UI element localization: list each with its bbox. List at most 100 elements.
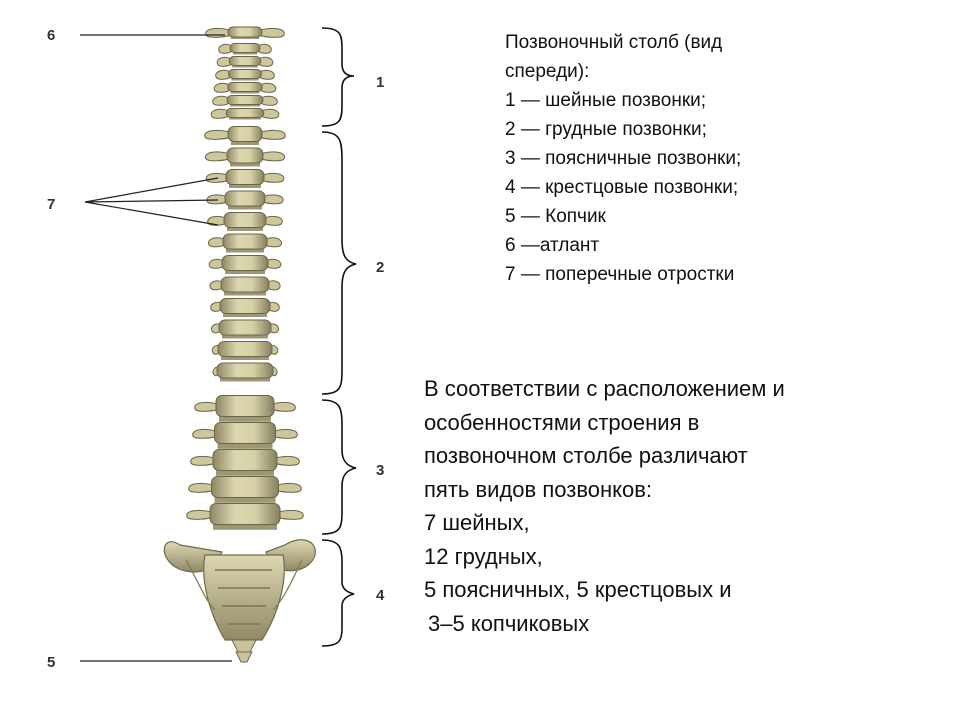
vertebral-body bbox=[219, 298, 271, 314]
vertebral-body bbox=[220, 276, 270, 293]
thoracic-vertebra bbox=[209, 276, 281, 296]
vertebral-body bbox=[229, 43, 261, 53]
intervertebral-disc bbox=[231, 140, 259, 145]
description-line: 5 поясничных, 5 крестцовых и bbox=[424, 577, 732, 602]
description-line: особенностями строения в bbox=[424, 409, 700, 435]
vertebral-body bbox=[222, 233, 268, 250]
vertebral-body bbox=[214, 422, 276, 444]
thoracic-vertebra bbox=[204, 126, 286, 145]
intervertebral-disc bbox=[214, 496, 276, 503]
description-line: 12 грудных, bbox=[424, 543, 543, 569]
description-line: пять видов позвонков: bbox=[424, 476, 653, 502]
legend-item-lumbar: 3 — поясничные позвонки; bbox=[505, 148, 742, 169]
legend-item-atlas: 6 —атлант bbox=[505, 235, 600, 256]
intervertebral-disc bbox=[222, 334, 268, 339]
thoracic-vertebra bbox=[207, 233, 283, 253]
intervertebral-disc bbox=[225, 269, 265, 274]
label-atlas: 6 bbox=[47, 27, 55, 44]
intervertebral-disc bbox=[228, 205, 262, 210]
vertebral-body bbox=[224, 190, 266, 207]
label-lumbar: 3 bbox=[376, 462, 384, 479]
vertebral-body bbox=[211, 476, 279, 498]
pelvis bbox=[163, 539, 316, 663]
transverse-process bbox=[192, 428, 298, 439]
vertebral-body bbox=[212, 449, 278, 471]
intervertebral-disc bbox=[223, 312, 267, 317]
label-cervical: 1 bbox=[376, 74, 384, 91]
transverse-process bbox=[204, 151, 286, 162]
description-line: В соответствии с расположением и bbox=[424, 376, 785, 401]
thoracic-vertebra bbox=[206, 190, 284, 210]
vertebral-body bbox=[215, 395, 275, 417]
label-coccyx: 5 bbox=[47, 654, 55, 671]
lumbar-brace bbox=[321, 399, 357, 535]
intervertebral-disc bbox=[227, 226, 263, 231]
description-line: позвоночном столбе различают bbox=[424, 443, 748, 468]
intervertebral-disc bbox=[219, 415, 271, 422]
lumbar-vertebra bbox=[194, 395, 296, 422]
intervertebral-disc bbox=[226, 248, 264, 253]
intervertebral-disc bbox=[217, 442, 273, 449]
vertebral-body bbox=[228, 56, 262, 66]
cervical-vertebra bbox=[212, 95, 278, 107]
vertebral-body bbox=[221, 255, 269, 271]
thoracic-vertebra bbox=[212, 362, 278, 382]
thoracic-vertebra bbox=[210, 298, 280, 317]
intervertebral-disc bbox=[216, 469, 274, 476]
vertebral-body bbox=[209, 503, 281, 525]
cervical-vertebra bbox=[213, 82, 277, 94]
vertebral-body bbox=[223, 212, 267, 228]
label-transverse-processes: 7 bbox=[47, 196, 55, 213]
vertebral-body bbox=[225, 108, 265, 118]
thoracic-vertebra bbox=[205, 169, 285, 188]
description-line: 7 шейных, bbox=[424, 510, 530, 535]
legend-item-processes: 7 — поперечные отростки bbox=[505, 264, 735, 285]
thoracic-vertebra bbox=[208, 255, 282, 274]
label-sacral: 4 bbox=[376, 587, 385, 604]
legend-item-cervical: 1 — шейные позвонки; bbox=[505, 90, 707, 111]
transverse-process bbox=[194, 401, 296, 412]
vertebral-body bbox=[228, 69, 262, 79]
thoracic-vertebra bbox=[210, 319, 280, 339]
label-thoracic: 2 bbox=[376, 259, 384, 276]
thoracic-vertebra bbox=[207, 212, 283, 231]
legend-item-coccyx: 5 — Копчик bbox=[505, 206, 606, 227]
spine-diagram: 6 7 5 1 2 3 4 bbox=[47, 26, 385, 671]
lumbar-vertebra bbox=[190, 449, 300, 476]
cervical-vertebra bbox=[215, 69, 275, 81]
vertebral-body bbox=[225, 169, 265, 185]
intervertebral-disc bbox=[224, 291, 266, 296]
cervical-vertebra bbox=[216, 56, 274, 68]
sacral-brace bbox=[321, 539, 355, 647]
vertebral-body bbox=[226, 95, 264, 105]
transverse-process bbox=[190, 455, 300, 466]
transverse-process bbox=[204, 129, 286, 140]
thoracic-vertebra bbox=[204, 147, 286, 167]
cervical-brace bbox=[321, 27, 355, 127]
sacrum bbox=[203, 554, 285, 641]
pointer-lines bbox=[80, 34, 232, 662]
cervical-vertebra bbox=[218, 43, 272, 55]
intervertebral-disc bbox=[220, 377, 270, 382]
vertebral-body bbox=[218, 319, 272, 336]
atlas-vertebra bbox=[205, 26, 285, 39]
lumbar-vertebra bbox=[186, 503, 304, 530]
vertebral-body bbox=[227, 126, 263, 142]
thoracic-vertebra bbox=[211, 341, 279, 360]
vertebral-body bbox=[217, 341, 273, 357]
lumbar-vertebra bbox=[188, 476, 302, 503]
description-line: 3–5 копчиковых bbox=[428, 610, 590, 636]
process-pointer-line bbox=[84, 199, 219, 203]
process-pointer-line bbox=[84, 201, 219, 226]
intervertebral-disc bbox=[230, 162, 260, 167]
intervertebral-disc bbox=[213, 523, 277, 530]
description-text: В соответствии с расположением и особенн… bbox=[424, 372, 894, 640]
vertebral-body bbox=[227, 82, 263, 92]
process-pointer-line bbox=[84, 177, 219, 203]
vertebral-column bbox=[186, 26, 304, 530]
intervertebral-disc bbox=[229, 183, 261, 188]
coccyx bbox=[231, 639, 257, 663]
intervertebral-disc bbox=[221, 355, 269, 360]
legend-item-thoracic: 2 — грудные позвонки; bbox=[505, 119, 707, 140]
